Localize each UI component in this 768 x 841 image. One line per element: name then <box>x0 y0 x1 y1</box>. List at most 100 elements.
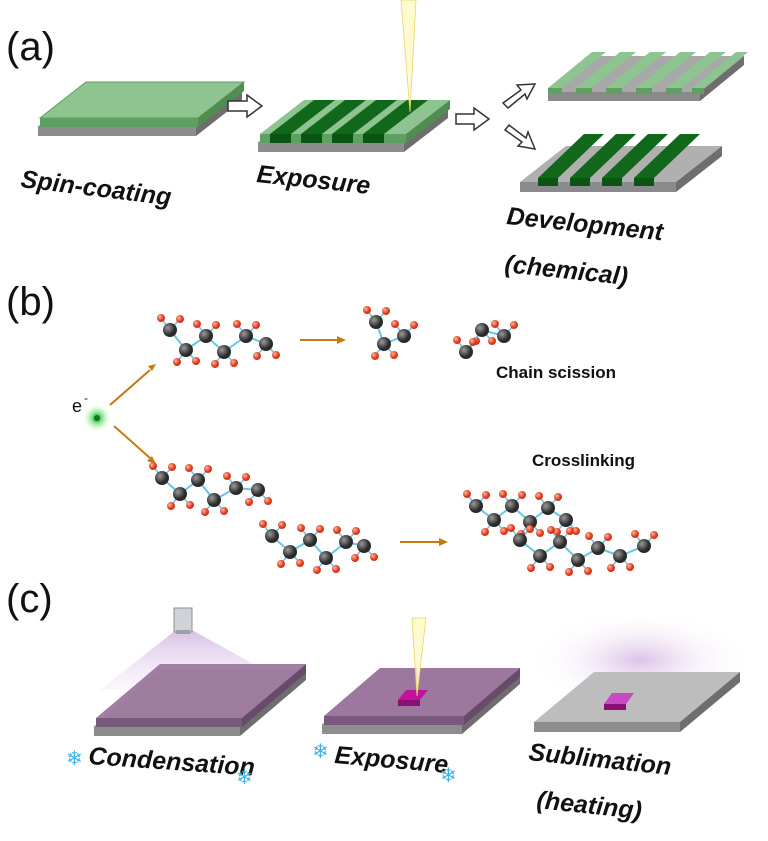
oxygen-atom <box>333 526 341 534</box>
process-arrow-icon <box>501 83 537 110</box>
snowflake-icon: ❄ <box>312 739 329 763</box>
carbon-atom <box>207 493 221 507</box>
carbon-atom <box>377 337 391 351</box>
carbon-atom <box>199 329 213 343</box>
oxygen-atom <box>482 491 490 499</box>
oxygen-atom <box>253 352 261 360</box>
condensation-label: Condensation <box>88 742 256 782</box>
reaction-arrow-icon <box>400 538 448 546</box>
spin-coating-slab <box>38 81 246 136</box>
oxygen-atom <box>242 473 250 481</box>
oxygen-atom <box>526 525 534 533</box>
oxygen-atom <box>507 524 515 532</box>
oxygen-atom <box>185 464 193 472</box>
development-sublabel: (chemical) <box>503 250 629 291</box>
oxygen-atom <box>220 507 228 515</box>
oxygen-atom <box>149 462 157 470</box>
oxygen-atom <box>481 528 489 536</box>
oxygen-atom <box>546 563 554 571</box>
oxygen-atom <box>391 320 399 328</box>
oxygen-atom <box>566 527 574 535</box>
electron-beam-icon <box>400 0 417 113</box>
carbon-atom <box>179 343 193 357</box>
electron-label: e <box>72 396 82 416</box>
carbon-atom <box>239 329 253 343</box>
development-label: Development <box>505 202 666 246</box>
oxygen-atom <box>500 527 508 535</box>
carbon-atom <box>459 345 473 359</box>
chain-scission-label: Chain scission <box>496 363 616 382</box>
oxygen-atom <box>499 490 507 498</box>
oxygen-atom <box>585 532 593 540</box>
oxygen-atom <box>410 321 418 329</box>
carbon-atom <box>559 513 573 527</box>
carbon-atom <box>265 529 279 543</box>
oxygen-atom <box>278 521 286 529</box>
oxygen-atom <box>491 320 499 328</box>
carbon-atom <box>251 483 265 497</box>
oxygen-atom <box>363 306 371 314</box>
carbon-atom <box>357 539 371 553</box>
oxygen-atom <box>313 566 321 574</box>
oxygen-atom <box>631 530 639 538</box>
carbon-atom <box>303 533 317 547</box>
sublimation-slab <box>534 672 740 732</box>
process-arrow-icon <box>503 123 537 150</box>
oxygen-atom <box>518 491 526 499</box>
carbon-atom <box>191 473 205 487</box>
oxygen-atom <box>650 531 658 539</box>
sublimation-sublabel: (heating) <box>535 786 643 825</box>
carbon-atom <box>283 545 297 559</box>
oxygen-atom <box>272 351 280 359</box>
oxygen-atom <box>604 533 612 541</box>
oxygen-atom <box>204 465 212 473</box>
carbon-atom <box>369 315 383 329</box>
carbon-atom <box>541 501 555 515</box>
oxygen-atom <box>351 554 359 562</box>
reaction-arrow-icon <box>113 425 156 464</box>
carbon-atom <box>229 481 243 495</box>
oxygen-atom <box>565 568 573 576</box>
panel-a-label: (a) <box>6 25 55 69</box>
exposure-label-c: Exposure <box>333 741 449 779</box>
oxygen-atom <box>176 315 184 323</box>
panel-c-label: (c) <box>6 577 53 621</box>
exposure-label-a: Exposure <box>255 160 371 200</box>
development-negative-slab <box>520 134 722 192</box>
oxygen-atom <box>535 492 543 500</box>
carbon-atom <box>339 535 353 549</box>
electron-dot <box>94 415 100 421</box>
oxygen-atom <box>527 564 535 572</box>
panel-b-label: (b) <box>6 280 55 324</box>
carbon-atom <box>505 499 519 513</box>
crosslinking-label: Crosslinking <box>532 451 635 470</box>
carbon-atom <box>217 345 231 359</box>
carbon-atom <box>591 541 605 555</box>
snowflake-icon: ❄ <box>236 765 253 789</box>
carbon-atom <box>553 535 567 549</box>
oxygen-atom <box>626 563 634 571</box>
oxygen-atom <box>352 527 360 535</box>
oxygen-atom <box>510 321 518 329</box>
carbon-atom <box>397 329 411 343</box>
oxygen-atom <box>332 565 340 573</box>
oxygen-atom <box>607 564 615 572</box>
oxygen-atom <box>201 508 209 516</box>
carbon-atom <box>475 323 489 337</box>
oxygen-atom <box>259 520 267 528</box>
oxygen-atom <box>252 321 260 329</box>
exposure-slab-c <box>322 668 520 734</box>
oxygen-atom <box>390 351 398 359</box>
oxygen-atom <box>488 337 496 345</box>
carbon-atom <box>637 539 651 553</box>
carbon-atom <box>173 487 187 501</box>
process-arrow-icon <box>455 106 491 132</box>
electron-charge: - <box>84 391 88 405</box>
oxygen-atom <box>382 307 390 315</box>
carbon-atom <box>523 515 537 529</box>
carbon-atom <box>469 499 483 513</box>
oxygen-atom <box>371 352 379 360</box>
oxygen-atom <box>233 320 241 328</box>
oxygen-atom <box>554 493 562 501</box>
